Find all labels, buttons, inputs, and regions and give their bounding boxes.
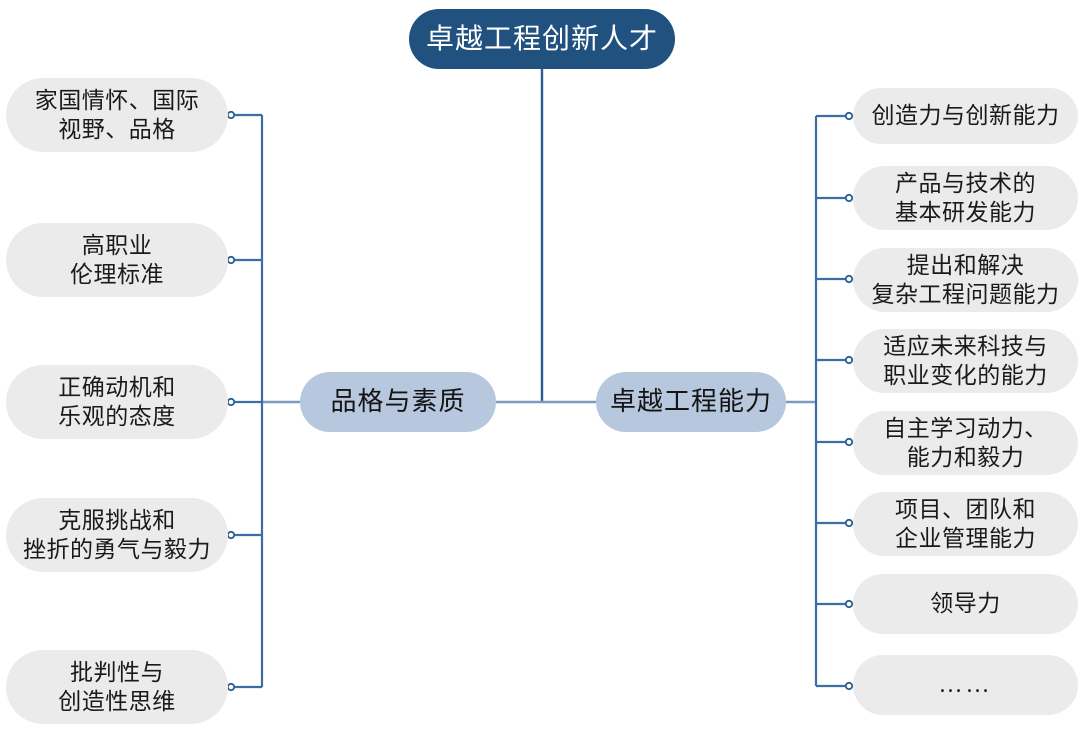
leaf-right-3[interactable]: 提出和解决 复杂工程问题能力: [853, 248, 1078, 312]
connector-left-stubs: [226, 110, 262, 692]
branch-node-engineering-ability[interactable]: 卓越工程能力: [596, 372, 786, 432]
leaf-right-8[interactable]: ……: [853, 655, 1078, 715]
leaf-left-5[interactable]: 批判性与 创造性思维: [6, 650, 228, 724]
leaf-right-5[interactable]: 自主学习动力、 能力和毅力: [853, 411, 1078, 475]
leaf-left-3[interactable]: 正确动机和 乐观的态度: [6, 365, 228, 439]
branch-node-character-quality[interactable]: 品格与素质: [300, 372, 496, 432]
leaf-right-1[interactable]: 创造力与创新能力: [853, 88, 1078, 144]
root-node[interactable]: 卓越工程创新人才: [409, 9, 675, 69]
leaf-left-2[interactable]: 高职业 伦理标准: [6, 223, 228, 297]
leaf-left-4[interactable]: 克服挑战和 挫折的勇气与毅力: [6, 498, 228, 572]
leaf-right-6[interactable]: 项目、团队和 企业管理能力: [853, 492, 1078, 556]
leaf-right-4[interactable]: 适应未来科技与 职业变化的能力: [853, 329, 1078, 393]
leaf-right-7[interactable]: 领导力: [853, 574, 1078, 634]
connector-right-stubs: [816, 111, 854, 691]
leaf-left-1[interactable]: 家国情怀、国际 视野、品格: [6, 78, 228, 152]
leaf-right-2[interactable]: 产品与技术的 基本研发能力: [853, 166, 1078, 230]
